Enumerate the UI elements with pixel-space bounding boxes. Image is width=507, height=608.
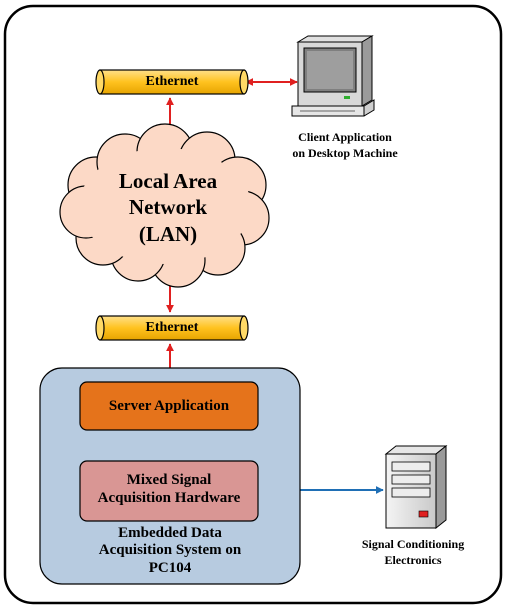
mixed-signal-label: Mixed Signal Acquisition Hardware — [80, 471, 258, 507]
client-caption-line2: on Desktop Machine — [292, 145, 398, 160]
lan-label-line1: Local Area — [118, 169, 218, 193]
lan-label: Local Area Network (LAN) — [90, 168, 246, 247]
lan-label-line2: Network — [128, 195, 208, 220]
server-application-box — [79, 381, 259, 431]
embedded-system-label: Embedded Data Acquisition System on PC10… — [48, 525, 292, 577]
embedded-line3: PC104 — [148, 559, 192, 576]
client-application-caption: Client Application on Desktop Machine — [270, 130, 420, 161]
ethernet-label-top: Ethernet — [145, 74, 199, 89]
lan-cloud-shape — [59, 123, 270, 288]
server-application-label: Server Application — [108, 398, 230, 414]
mixed-signal-box — [79, 460, 259, 522]
mixed-signal-line2: Acquisition Hardware — [97, 490, 241, 506]
desktop-computer-icon — [291, 35, 375, 117]
tower-computer-icon — [384, 444, 448, 530]
mixed-signal-line1: Mixed Signal — [126, 472, 212, 488]
signal-caption-line2: Electronics — [384, 552, 442, 567]
embedded-line2: Acquisition System on — [98, 542, 242, 559]
lan-label-line3: (LAN) — [138, 221, 198, 246]
embedded-line1: Embedded Data — [118, 525, 222, 541]
signal-conditioning-caption: Signal Conditioning Electronics — [340, 537, 486, 568]
ethernet-pipe-bottom — [95, 315, 249, 341]
signal-caption-line1: Signal Conditioning — [361, 537, 465, 551]
ethernet-label-bottom: Ethernet — [145, 320, 199, 335]
ethernet-pipe-top — [95, 69, 249, 95]
client-caption-line1: Client Application — [298, 130, 392, 144]
